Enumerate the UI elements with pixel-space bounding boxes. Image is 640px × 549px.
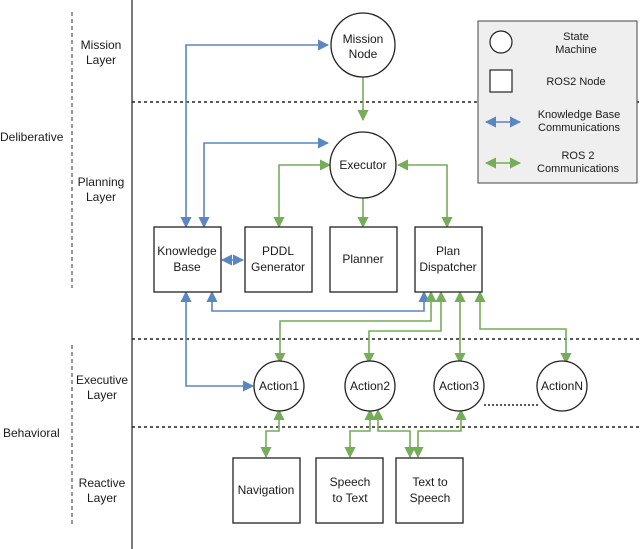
navigation-node[interactable]: Navigation <box>232 457 301 524</box>
action3-node[interactable]: Action3 <box>433 360 485 412</box>
executor-label: Executor <box>339 158 386 172</box>
legend: State Machine ROS2 Node Knowledge Base C… <box>477 20 638 184</box>
knowledge-base-label-2: Base <box>173 260 201 274</box>
text-to-speech-label-2: Speech <box>410 491 451 505</box>
action2-tts-link <box>372 408 416 459</box>
ros2-connections <box>260 65 572 459</box>
actionN-node[interactable]: ActionN <box>536 360 588 412</box>
navigation-label: Navigation <box>238 483 295 497</box>
reactive-layer-label-2: Layer <box>87 491 117 505</box>
text-to-speech-node[interactable]: Text to Speech <box>395 457 464 524</box>
legend-state-machine-symbol <box>489 30 513 54</box>
kb-action1-link <box>180 290 255 392</box>
planner-node[interactable]: Planner <box>329 226 398 293</box>
speech-to-text-label-2: to Text <box>332 491 368 505</box>
plan-dispatcher-node[interactable]: Plan Dispatcher <box>414 226 483 293</box>
pddl-generator-label-1: PDDL <box>262 244 294 258</box>
action1-navigation-link <box>260 408 285 459</box>
action2-speech-link <box>344 408 376 459</box>
mission-node-label-2: Node <box>349 47 378 61</box>
dispatcher-actionN-link <box>474 290 572 365</box>
planner-label: Planner <box>342 252 383 266</box>
legend-ros2-node-symbol <box>489 69 513 93</box>
legend-ros2-node-label: ROS2 Node <box>546 76 605 88</box>
pddl-generator-label-2: Generator <box>251 260 305 274</box>
behavioral-label: Behavioral <box>3 426 60 440</box>
kb-mission-link <box>180 39 330 229</box>
speech-to-text-label-1: Speech <box>330 475 371 489</box>
executor-node[interactable]: Executor <box>329 131 397 199</box>
kb-connections <box>180 39 430 392</box>
kb-dispatcher-link <box>206 290 430 312</box>
dispatcher-action2-link <box>363 290 447 365</box>
legend-state-machine-label-2: Machine <box>555 44 597 56</box>
planning-layer-label-2: Layer <box>86 190 116 204</box>
action1-label: Action1 <box>259 379 299 393</box>
actionN-label: ActionN <box>541 379 583 393</box>
executive-layer-label-2: Layer <box>87 388 117 402</box>
dispatcher-action1-link <box>274 290 437 365</box>
legend-ros2-comm-label-1: ROS 2 <box>561 150 594 162</box>
mission-layer-label-2: Layer <box>86 53 116 67</box>
speech-to-text-node[interactable]: Speech to Text <box>315 457 384 524</box>
plan-dispatcher-label-2: Dispatcher <box>419 260 476 274</box>
mission-layer-label-1: Mission <box>81 38 122 52</box>
legend-ros2-comm-label-2: Communications <box>537 163 619 175</box>
legend-kb-comm-label-2: Communications <box>538 122 620 134</box>
planning-layer-label-1: Planning <box>78 175 125 189</box>
reactive-layer-label-1: Reactive <box>79 476 126 490</box>
knowledge-base-node[interactable]: Knowledge Base <box>153 226 222 293</box>
text-to-speech-label-1: Text to <box>412 475 448 489</box>
pddl-generator-node[interactable]: PDDL Generator <box>244 226 313 293</box>
action1-node[interactable]: Action1 <box>253 360 305 412</box>
action3-tts-link <box>412 408 467 459</box>
action2-label: Action2 <box>350 379 390 393</box>
plan-dispatcher-label-1: Plan <box>436 244 460 258</box>
action3-label: Action3 <box>439 379 479 393</box>
executor-pddl-link <box>273 159 332 229</box>
executor-dispatcher-link <box>396 159 453 229</box>
executive-layer-label-1: Executive <box>76 373 128 387</box>
kb-executor-link <box>198 137 330 229</box>
deliberative-label: Deliberative <box>0 130 64 144</box>
mission-node[interactable]: Mission Node <box>330 12 396 78</box>
knowledge-base-label-1: Knowledge <box>157 244 217 258</box>
action2-node[interactable]: Action2 <box>344 360 396 412</box>
mission-node-label-1: Mission <box>343 32 384 46</box>
legend-state-machine-label-1: State <box>563 31 589 43</box>
legend-kb-comm-label-1: Knowledge Base <box>538 109 621 121</box>
